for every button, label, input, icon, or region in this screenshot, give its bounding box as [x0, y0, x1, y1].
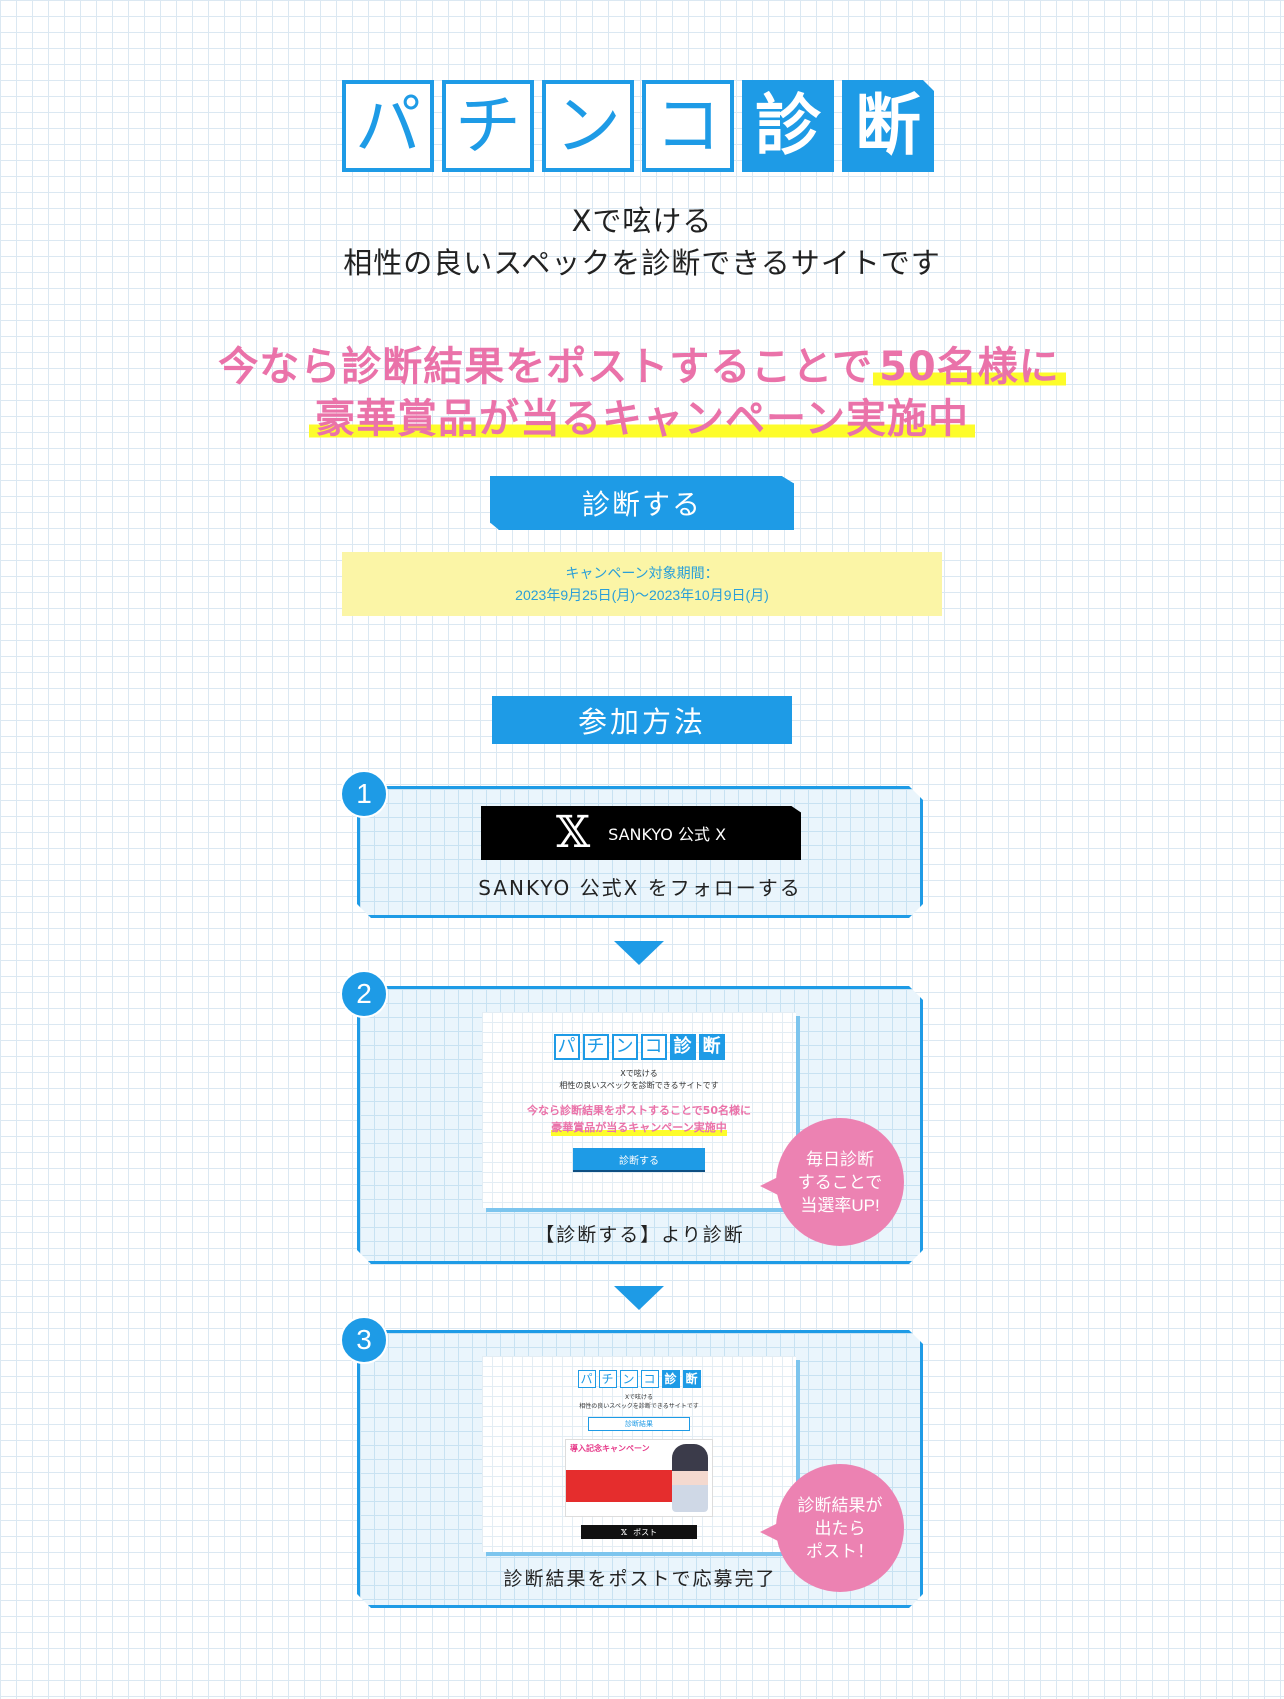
- thumb-tagline-1: Xで呟ける: [624, 1394, 654, 1401]
- step-3-bubble: 診断結果が 出たら ポスト！: [760, 1464, 904, 1592]
- thumb-logo-char: 診: [669, 1034, 696, 1060]
- step-3-number: 3: [340, 1316, 388, 1364]
- thumb-logo-char: 診: [661, 1370, 680, 1388]
- thumb-tagline-2: 相性の良いスペックを診断できるサイトです: [579, 1403, 699, 1410]
- period-dates: 2023年9月25日(月)～2023年10月9日(月): [515, 587, 769, 603]
- thumb-logo-char: チ: [582, 1034, 609, 1060]
- logo-char-n: ン: [542, 80, 634, 172]
- thumb-logo-char: 断: [698, 1034, 725, 1060]
- thumb-logo: パ チ ン コ 診 断: [482, 1034, 796, 1060]
- thumb-logo: パ チ ン コ 診 断: [482, 1370, 796, 1388]
- step-1-caption: SANKYO 公式X をフォローする: [478, 876, 802, 900]
- logo-char-dan: 断: [842, 80, 934, 172]
- logo-char-shin: 診: [742, 80, 834, 172]
- logo-char-pa: パ: [342, 80, 434, 172]
- arrow-down-icon: [614, 941, 664, 965]
- sankyo-x-follow-button[interactable]: 𝕏 SANKYO 公式 X: [481, 806, 801, 860]
- diagnose-button[interactable]: 診断する: [490, 476, 794, 530]
- thumb-tagline-2: 相性の良いスペックを診断できるサイトです: [559, 1081, 719, 1090]
- step-2-bubble-line1: 毎日診断: [806, 1149, 874, 1169]
- step-2-bubble-line3: 当選率UP!: [800, 1195, 880, 1215]
- arrow-down-icon: [614, 1286, 664, 1310]
- x-logo-icon: 𝕏: [555, 807, 591, 858]
- thumb-post-label: ポスト: [633, 1527, 658, 1537]
- thumb-result-button: 診断結果: [588, 1417, 690, 1431]
- thumb-tagline: Xで呟ける 相性の良いスペックを診断できるサイトです: [482, 1393, 796, 1411]
- thumb-campaign-2: 豪華賞品が当るキャンペーン実施中: [551, 1119, 727, 1136]
- thumb-logo-char: パ: [553, 1034, 580, 1060]
- step-3-bubble-line3: ポスト！: [806, 1541, 874, 1561]
- how-to-title: 参加方法: [492, 696, 792, 744]
- thumb-campaign-banner: 導入記念キャンペーン: [565, 1439, 713, 1517]
- thumb-banner-red-band: [566, 1470, 674, 1502]
- step-3-bubble-line2: 出たら: [814, 1518, 866, 1538]
- sankyo-x-button-label: SANKYO 公式 X: [608, 825, 727, 844]
- step-3-caption: 診断結果をポストで応募完了: [503, 1568, 777, 1590]
- campaign-line2: 豪華賞品が当るキャンペーン実施中: [0, 386, 1284, 444]
- thumb-diagnose-button: 診断する: [573, 1148, 705, 1170]
- thumb-banner-title: 導入記念キャンペーン: [570, 1444, 650, 1453]
- thumb-logo-char: ン: [619, 1370, 638, 1388]
- thumb-banner-character-image: [672, 1444, 708, 1512]
- step-2-number: 2: [340, 970, 388, 1018]
- site-logo: パ チ ン コ 診 断: [342, 80, 934, 172]
- thumb-logo-char: コ: [640, 1370, 659, 1388]
- tagline-line2: 相性の良いスペックを診断できるサイトです: [343, 246, 941, 280]
- thumb-logo-char: ン: [611, 1034, 638, 1060]
- thumb-logo-char: パ: [577, 1370, 596, 1388]
- thumb-logo-char: 断: [682, 1370, 701, 1388]
- step-2-bubble-line2: することで: [797, 1172, 883, 1192]
- logo-char-chi: チ: [442, 80, 534, 172]
- thumb-logo-char: コ: [640, 1034, 667, 1060]
- campaign-line1-a: 今なら診断結果をポストすることで: [218, 344, 874, 390]
- period-label: キャンペーン対象期間：: [565, 565, 719, 581]
- step-2-caption: 【診断する】より診断: [535, 1224, 745, 1246]
- thumb-tagline: Xで呟ける 相性の良いスペックを診断できるサイトです: [482, 1068, 796, 1092]
- campaign-period-box: キャンペーン対象期間： 2023年9月25日(月)～2023年10月9日(月): [342, 552, 942, 616]
- tagline-line1: Xで呟ける: [571, 204, 713, 238]
- step-1-number: 1: [340, 770, 388, 818]
- x-logo-icon: 𝕏: [620, 1527, 628, 1537]
- logo-char-ko: コ: [642, 80, 734, 172]
- thumb-logo-char: チ: [598, 1370, 617, 1388]
- step-3-screenshot: パ チ ン コ 診 断 Xで呟ける 相性の良いスペックを診断できるサイトです 診…: [482, 1356, 796, 1552]
- tagline: Xで呟ける 相性の良いスペックを診断できるサイトです: [0, 200, 1284, 284]
- thumb-post-button: 𝕏 ポスト: [581, 1525, 697, 1539]
- thumb-tagline-1: Xで呟ける: [620, 1069, 658, 1078]
- campaign-line1-b: 50名様に: [873, 344, 1066, 390]
- thumb-campaign: 今なら診断結果をポストすることで50名様に 豪華賞品が当るキャンペーン実施中: [482, 1102, 796, 1136]
- thumb-campaign-1: 今なら診断結果をポストすることで50名様に: [527, 1104, 751, 1117]
- step-2-screenshot: パ チ ン コ 診 断 Xで呟ける 相性の良いスペックを診断できるサイトです 今…: [482, 1012, 796, 1208]
- campaign-line2-text: 豪華賞品が当るキャンペーン実施中: [309, 396, 975, 442]
- step-2-bubble: 毎日診断 することで 当選率UP!: [760, 1118, 904, 1246]
- step-3-bubble-line1: 診断結果が: [797, 1495, 883, 1515]
